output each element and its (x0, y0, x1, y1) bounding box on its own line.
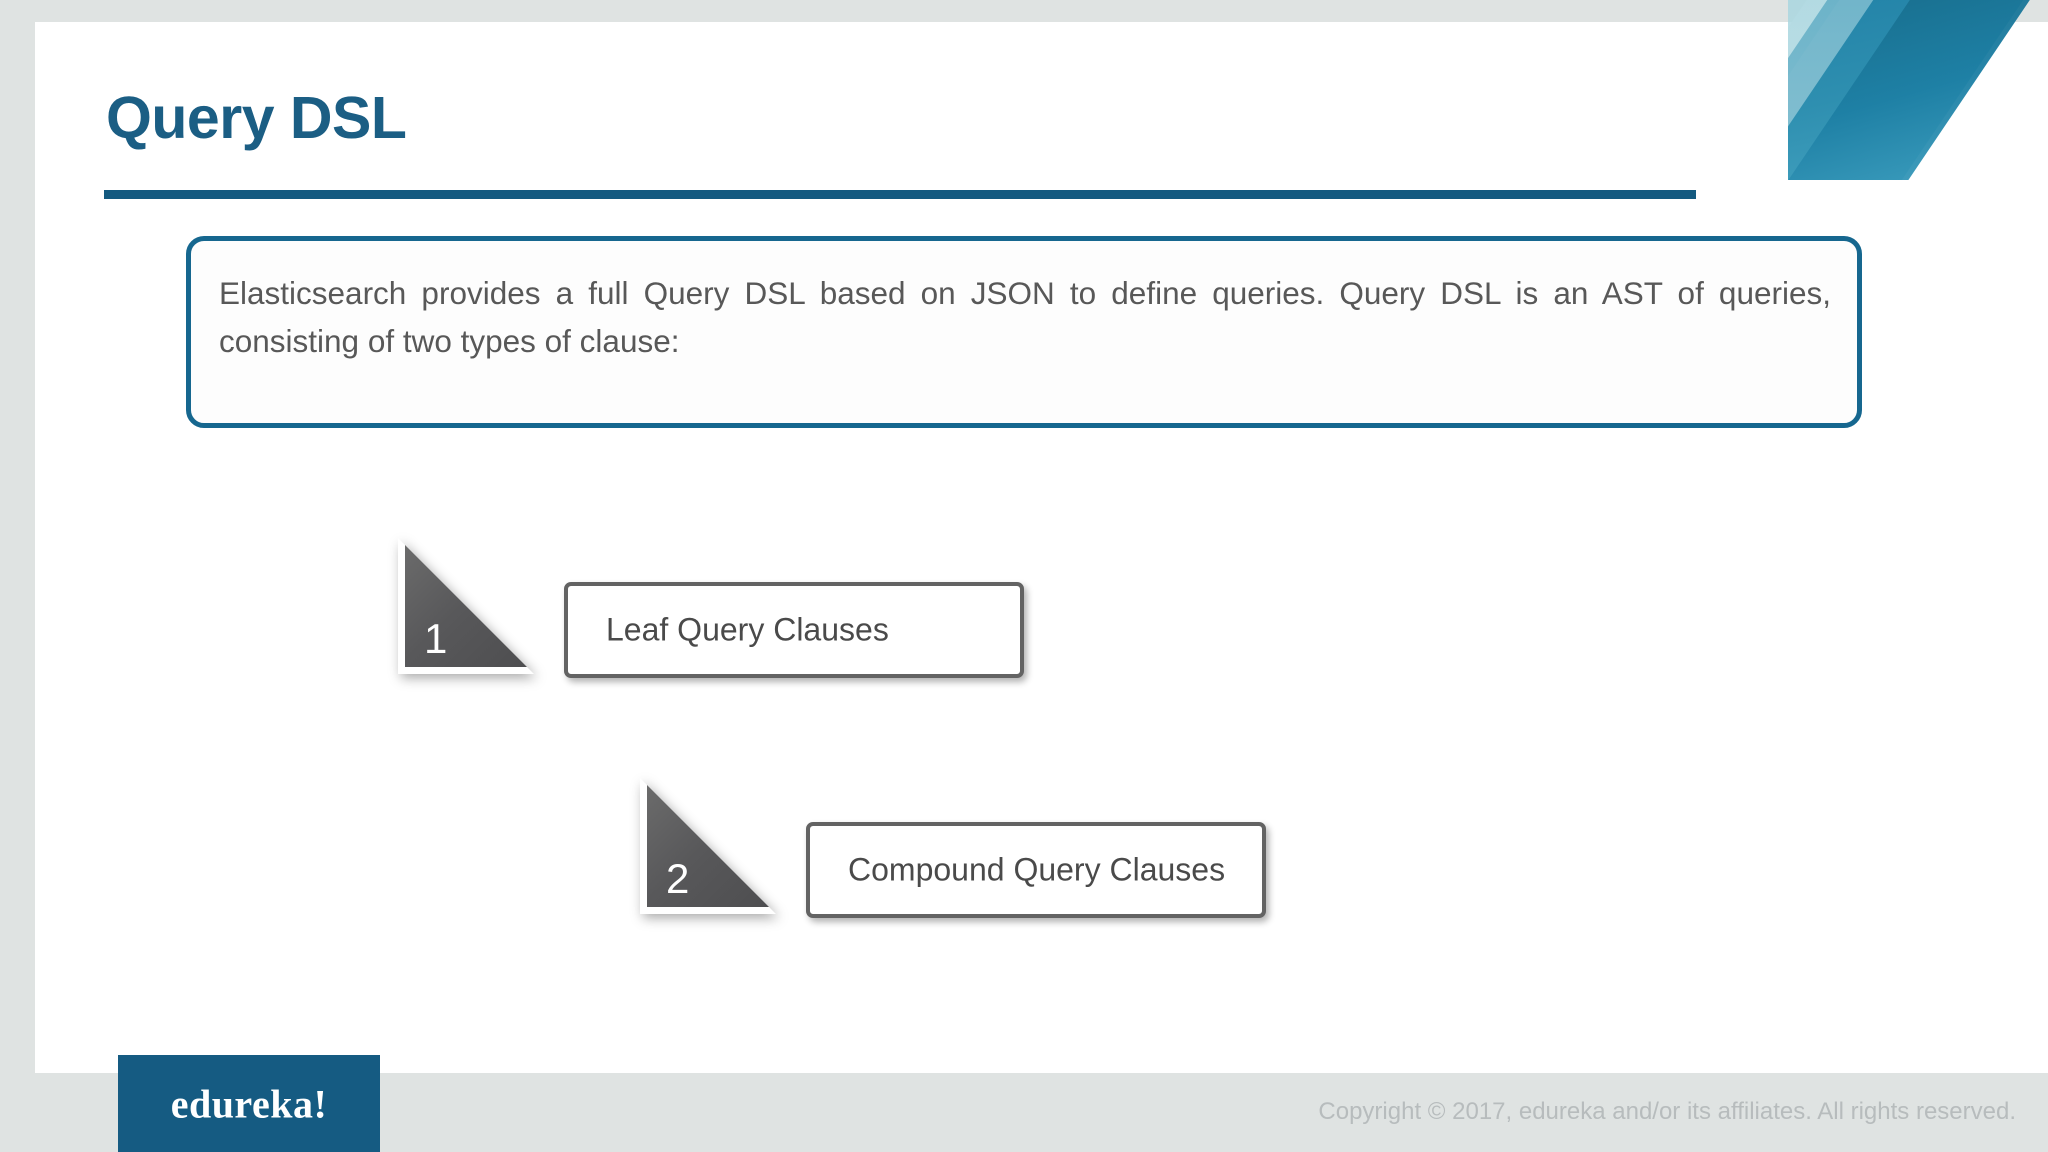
item-label-plate: Leaf Query Clauses (564, 582, 1024, 678)
list-item[interactable]: Leaf Query Clauses 1 (398, 538, 1038, 708)
triangle-badge-icon: 2 (640, 778, 776, 914)
list-item-label: Leaf Query Clauses (606, 611, 889, 648)
slide-footer: edureka! Copyright © 2017, edureka and/o… (0, 1055, 2048, 1152)
list-item-number: 1 (424, 615, 448, 662)
title-underline-rule (104, 190, 1696, 199)
intro-text-box: Elasticsearch provides a full Query DSL … (186, 236, 1862, 428)
list-item-label: Compound Query Clauses (848, 851, 1226, 888)
edureka-logo[interactable]: edureka! (118, 1055, 380, 1152)
copyright-notice: Copyright © 2017, edureka and/or its aff… (1318, 1098, 2016, 1125)
list-item[interactable]: Compound Query Clauses 2 (640, 778, 1280, 948)
intro-paragraph: Elasticsearch provides a full Query DSL … (219, 275, 1831, 359)
list-item-number: 2 (666, 855, 690, 902)
triangle-badge-icon: 1 (398, 538, 534, 674)
page-title: Query DSL (106, 85, 407, 151)
item-label-plate: Compound Query Clauses (806, 822, 1266, 918)
edureka-logo-text: edureka! (170, 1081, 328, 1126)
